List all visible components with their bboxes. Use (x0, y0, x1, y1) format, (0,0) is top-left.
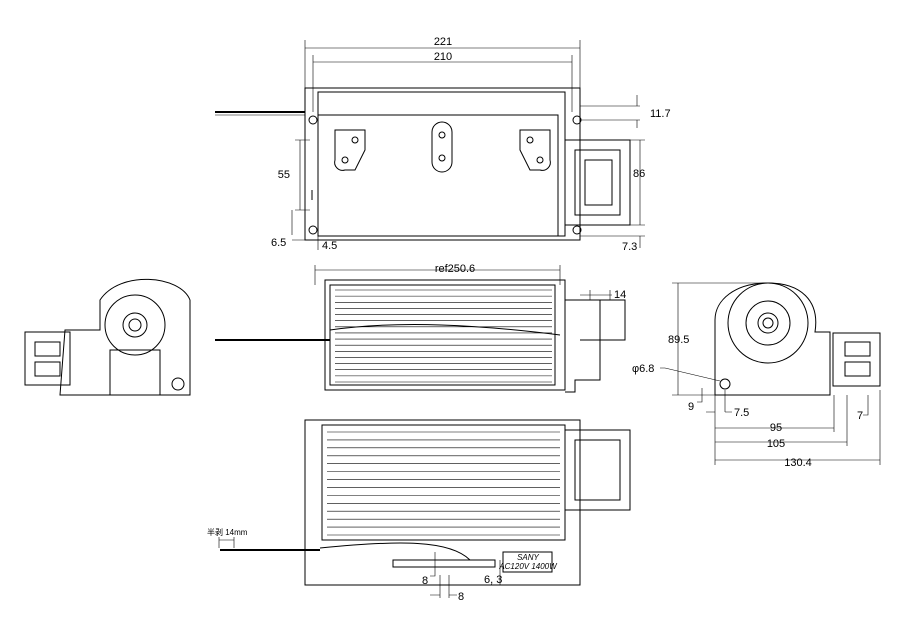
dim-6-5: 6.5 (271, 237, 286, 249)
dim-221: 221 (434, 36, 452, 48)
dim-7: 7 (857, 410, 863, 422)
bottom-view: SANY AC120V 1400W (220, 419, 631, 586)
dim-7-3: 7.3 (622, 241, 637, 253)
dim-fuse-width: 8 (458, 591, 464, 603)
dim-9: 9 (688, 401, 694, 413)
dim-ref250-6: ref250.6 (435, 263, 475, 275)
dim-7-5: 7.5 (734, 407, 749, 419)
top-view (215, 87, 631, 241)
strip-note: 半剥 14mm (207, 527, 248, 537)
dim-4-5: 4.5 (322, 240, 337, 252)
dim-terminal-spacing: 6, 3 (484, 574, 502, 586)
dim-210: 210 (434, 51, 452, 63)
label-brand: SANY (517, 553, 539, 562)
dim-105: 105 (767, 438, 785, 450)
dimensions: 221 210 11.7 86 55 6.5 4.5 7.3 ref250.6 … (207, 36, 881, 603)
left-side-view (24, 278, 191, 396)
dim-fuse-height: 8 (422, 575, 428, 587)
dim-95: 95 (770, 422, 782, 434)
dim-11-7: 11.7 (650, 108, 671, 120)
dim-hole-diameter: φ6.8 (632, 363, 654, 375)
label-rating: AC120V 1400W (498, 562, 558, 571)
front-view (215, 279, 626, 393)
dim-130-4: 130.4 (784, 457, 812, 469)
dim-14: 14 (614, 289, 626, 301)
dim-89-5: 89.5 (668, 334, 689, 346)
dim-55: 55 (278, 169, 290, 181)
right-side-view (714, 282, 881, 396)
dim-86: 86 (633, 168, 645, 180)
